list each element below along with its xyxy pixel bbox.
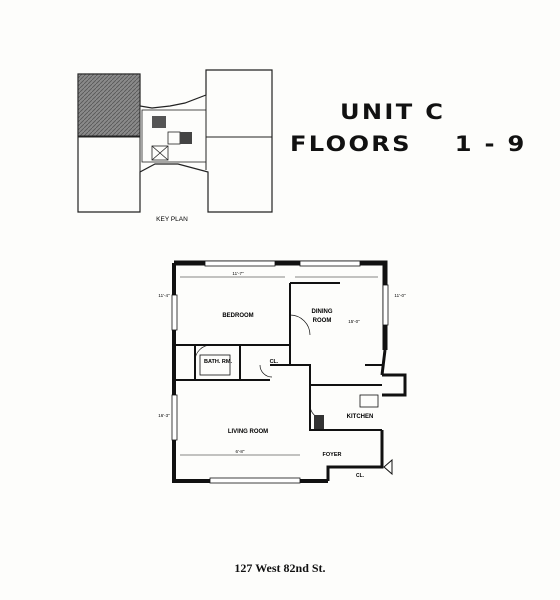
dim-bedroom-width: 11'-7" [232, 271, 244, 276]
dim-bedroom-depth: 11'-4" [158, 293, 170, 298]
key-plan-label: KEY PLAN [156, 216, 188, 223]
floor-plan: BEDROOM DINING ROOM BATH. RM. CL. LIVING… [158, 260, 407, 484]
unit-title: UNIT C [340, 100, 446, 124]
bathtub [199, 354, 231, 376]
dim-living-depth: 16'-3" [158, 413, 170, 418]
dim-living-width: 6'-8" [236, 449, 245, 454]
room-label-bath: BATH. RM. [204, 359, 232, 365]
room-label-dining-1: DINING [312, 309, 333, 315]
key-plan: KEY PLAN [77, 69, 273, 223]
room-label-bedroom: BEDROOM [222, 313, 253, 319]
room-label-closet-2: CL. [356, 473, 365, 479]
kitchen-counter [314, 415, 324, 429]
kitchen-range [359, 394, 379, 408]
room-label-living: LIVING ROOM [228, 429, 268, 435]
key-plan-outline [77, 69, 273, 213]
room-label-dining-2: ROOM [313, 318, 332, 324]
building-address: 127 West 82nd St. [234, 561, 326, 575]
room-label-kitchen: KITCHEN [347, 414, 374, 420]
windows [171, 260, 389, 484]
entry-arrow-icon [383, 458, 393, 476]
dim-dining-depth: 15'-0" [348, 319, 360, 324]
room-label-foyer: FOYER [323, 452, 342, 458]
room-label-closet-1: CL. [270, 359, 279, 365]
unit-c-highlight [77, 73, 141, 137]
floors-title: FLOORS 1 - 9 [290, 132, 527, 156]
dim-dining-width: 11'-0" [394, 293, 406, 298]
interior-walls [174, 282, 382, 431]
door-swings [194, 314, 325, 420]
